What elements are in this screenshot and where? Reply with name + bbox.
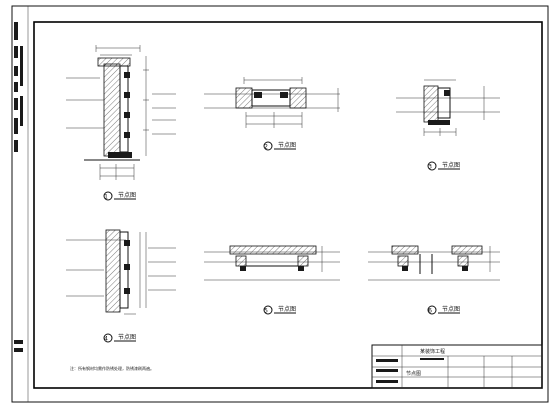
detail-4-caption: 节点图 <box>118 333 136 341</box>
detail-5-caption: 节点图 <box>278 305 296 313</box>
detail-6-drawing <box>368 245 500 315</box>
detail-1-number: 1 <box>104 194 108 201</box>
sheet-frame <box>11 5 549 403</box>
detail-6-number: 6 <box>428 308 432 315</box>
detail-4-drawing <box>66 229 176 343</box>
title-block-sheet-name: 节点图 <box>406 371 421 377</box>
detail-2-caption: 节点图 <box>278 141 296 149</box>
detail-1-drawing <box>66 45 176 201</box>
detail-1-caption: 节点图 <box>118 191 136 199</box>
detail-5-drawing <box>204 245 340 315</box>
detail-6-caption: 节点图 <box>442 305 460 313</box>
title-block <box>371 344 543 389</box>
detail-3-caption: 节点图 <box>442 161 460 169</box>
title-block-project: 某装饰工程 <box>420 348 445 355</box>
binding-strip-marks <box>14 22 23 352</box>
drawing-note: 注：所有钢材均需作防锈处理，防锈漆刷两遍。 <box>70 365 154 371</box>
detail-4-number: 4 <box>104 336 108 343</box>
detail-5-number: 5 <box>264 308 268 315</box>
detail-3-drawing <box>396 79 500 171</box>
detail-2-drawing <box>204 77 340 151</box>
detail-3-number: 3 <box>428 164 432 171</box>
detail-2-number: 2 <box>264 144 268 151</box>
